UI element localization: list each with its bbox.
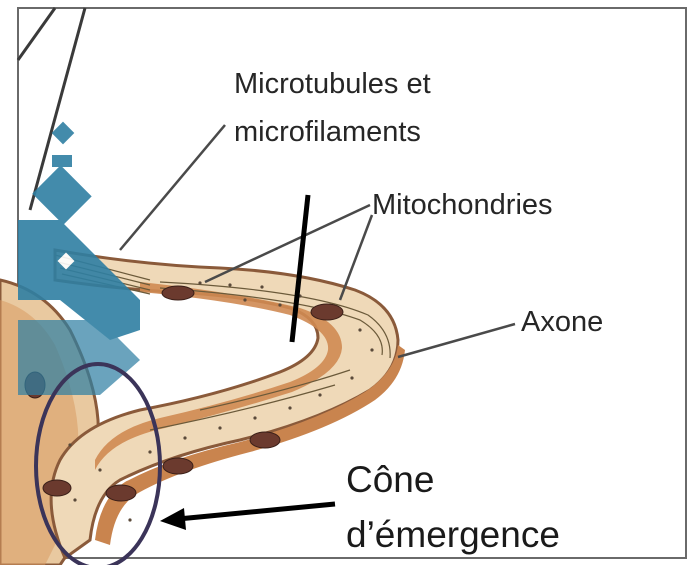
microtubules-pointer (120, 125, 225, 250)
label-axone: Axone (521, 306, 603, 339)
label-microtubules-line2: microfilaments (234, 108, 431, 156)
mitochondrion (311, 304, 343, 320)
mitochondries-pointer-1 (205, 205, 370, 282)
mitochondrion (43, 480, 71, 496)
mitochondrion (162, 286, 194, 300)
cone-arrow (160, 504, 335, 530)
label-microtubules-line1: Microtubules et (234, 60, 431, 108)
mitochondrion (106, 485, 136, 501)
label-cone-emergence: Cône d’émergence (346, 452, 560, 562)
mitochondries-pointer-2 (340, 215, 372, 300)
mitochondrion (250, 432, 280, 448)
label-cone-line1: Cône (346, 452, 560, 507)
watermark-logo (18, 122, 140, 395)
label-mitochondries: Mitochondries (372, 189, 553, 222)
label-microtubules: Microtubules et microfilaments (234, 60, 431, 156)
mitochondrion (163, 458, 193, 474)
axone-pointer (398, 324, 515, 357)
label-cone-line2: d’émergence (346, 507, 560, 562)
